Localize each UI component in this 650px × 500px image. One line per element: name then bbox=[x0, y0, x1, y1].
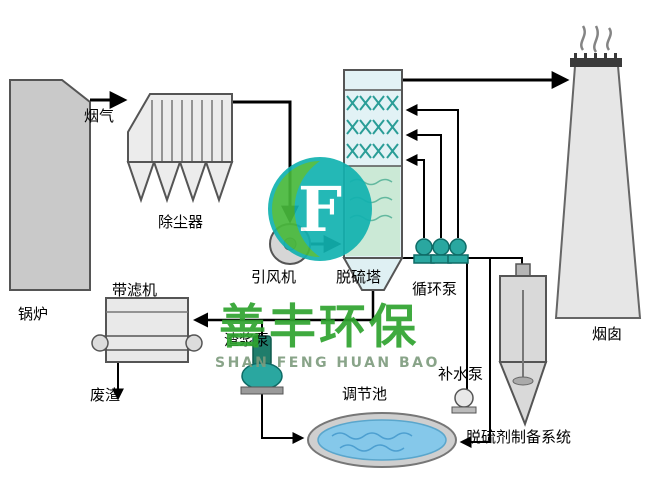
label-regulating-pool: 调节池 bbox=[342, 385, 388, 403]
pipe-lines bbox=[90, 71, 570, 448]
prep-system-shape bbox=[498, 263, 548, 427]
label-chimney: 烟囱 bbox=[592, 325, 623, 343]
label-id-fan: 引风机 bbox=[251, 268, 297, 286]
label-slurry-pump: 渣浆泵 bbox=[224, 331, 270, 349]
label-dust-collector: 除尘器 bbox=[158, 213, 204, 231]
label-desulf-tower: 脱硫塔 bbox=[336, 268, 382, 286]
belt-filter-shape bbox=[91, 297, 203, 363]
circulation-pumps-shape bbox=[413, 238, 469, 264]
label-prep-system: 脱硫剂制备系统 bbox=[466, 428, 572, 446]
label-flue-gas: 烟气 bbox=[84, 107, 115, 125]
label-waste-residue: 废渣 bbox=[90, 386, 121, 404]
desulfurization-tower-shape bbox=[342, 69, 404, 291]
label-belt-filter: 带滤机 bbox=[112, 281, 158, 299]
label-water-supply-pump: 补水泵 bbox=[438, 365, 484, 383]
water-supply-pump-shape bbox=[451, 388, 477, 414]
id-fan-shape bbox=[269, 223, 311, 265]
smoke-icon bbox=[580, 25, 612, 53]
boiler-shape bbox=[9, 79, 91, 291]
slurry-pump-shape bbox=[240, 335, 284, 395]
label-boiler: 锅炉 bbox=[18, 305, 49, 323]
label-circulation-pump: 循环泵 bbox=[412, 280, 458, 298]
regulating-pool-shape bbox=[307, 412, 457, 468]
dust-collector-shape bbox=[126, 93, 234, 204]
chimney-shape bbox=[554, 25, 642, 319]
